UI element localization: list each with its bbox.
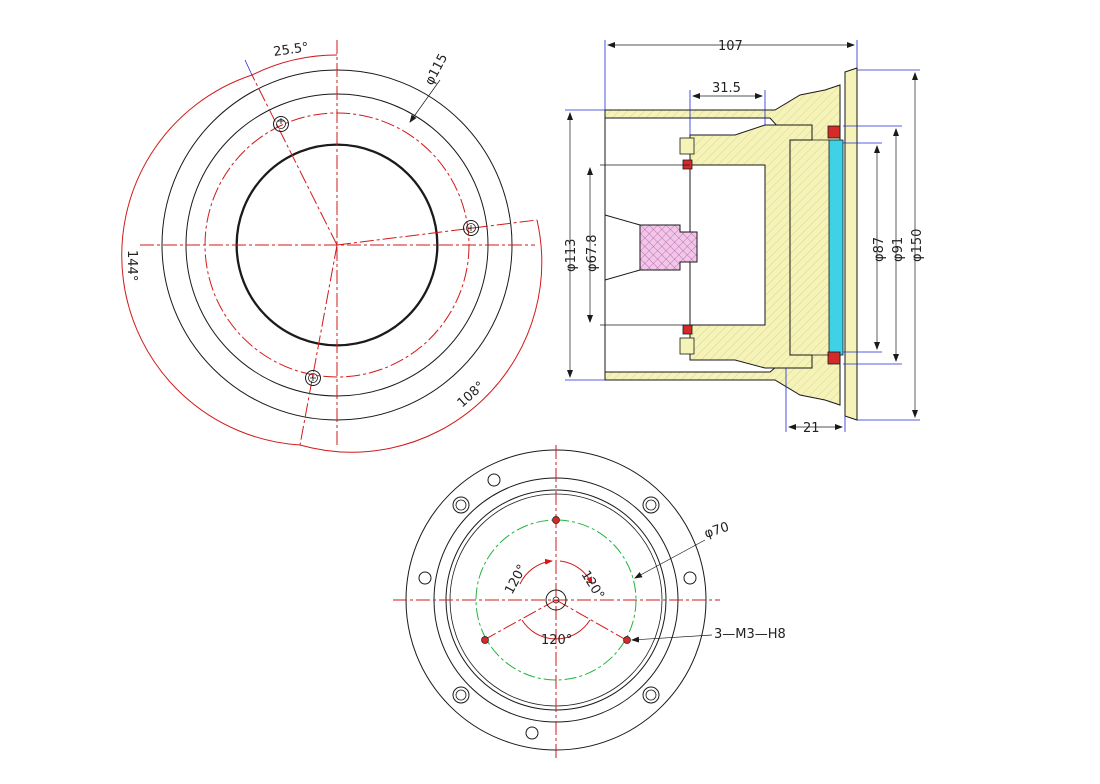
section-dia-67-8-label: φ67.8: [585, 234, 600, 272]
rear-arc-bottom: [521, 619, 591, 640]
rear-thread-callout: 3—M3—H8: [714, 627, 786, 642]
front-radial-line-1: [251, 74, 338, 246]
section-retainer-bottom: [679, 337, 695, 355]
front-angle-bottom-label: 108°: [455, 379, 488, 411]
rear-leader-m3: [631, 634, 713, 643]
rear-angle-1-label: 120°: [502, 562, 530, 597]
flange-hole: [683, 571, 697, 585]
rear-center-hub: [545, 589, 567, 611]
section-flange-label: 21: [803, 421, 820, 436]
section-dia-150-label: φ150: [910, 229, 925, 262]
rear-threaded-holes: [481, 516, 631, 644]
section-cable-gland: [639, 224, 698, 271]
section-dia-87-label: φ87: [872, 237, 887, 262]
section-gland-line: [604, 214, 641, 226]
cross-recess-screw-icon: [273, 116, 289, 132]
section-inner-chamber: [689, 164, 766, 326]
section-seal-bottom: [827, 351, 841, 365]
cross-recess-screw-icon: [305, 370, 321, 386]
flange-hole: [642, 686, 660, 704]
threaded-hole: [623, 636, 631, 644]
front-angle-left-label: 144°: [124, 250, 139, 281]
front-arc-108: [299, 219, 543, 453]
section-view: 107 31.5 21 φ113 φ67.8 φ87 φ91 φ150: [564, 39, 925, 436]
section-dia-113-label: φ113: [564, 239, 579, 272]
rear-leader-70: [634, 539, 706, 579]
section-depth-label: 31.5: [712, 81, 741, 96]
flange-hole: [525, 726, 539, 740]
front-ext-line-top: [244, 59, 253, 76]
flange-hole: [452, 686, 470, 704]
front-radial-line-2: [336, 219, 538, 246]
section-length-label: 107: [718, 39, 743, 54]
section-glass-lens: [828, 139, 844, 356]
front-arc-144: [121, 74, 301, 446]
section-dia-91-label: φ91: [891, 237, 906, 262]
section-flange: [844, 67, 858, 421]
flange-hole: [642, 496, 660, 514]
threaded-hole: [481, 636, 489, 644]
flange-hole: [418, 571, 432, 585]
rear-radial-line: [481, 599, 557, 642]
rear-angle-3-label: 120°: [541, 633, 572, 648]
front-leader-115: [409, 79, 441, 123]
front-view: 25.5° φ115 144° 108°: [121, 40, 543, 453]
section-seal-top: [827, 125, 841, 139]
flange-hole: [452, 496, 470, 514]
section-seal-inner-bottom: [682, 324, 693, 335]
front-bolt-dia-label: φ115: [422, 51, 451, 88]
front-radial-line-3: [299, 244, 338, 446]
section-gland-line: [604, 269, 641, 281]
rear-center-hub-inner: [552, 596, 560, 604]
threaded-hole: [552, 516, 560, 524]
rear-flange-holes: [418, 473, 697, 740]
rear-arc-left: [519, 558, 553, 585]
front-arc-25-5: [251, 54, 338, 76]
rear-arc-right: [559, 560, 593, 585]
flange-hole: [487, 473, 501, 487]
section-seal-inner-top: [682, 159, 693, 170]
rear-bolt-dia-label: φ70: [703, 520, 732, 542]
rear-angle-2-label: 120°: [578, 568, 607, 603]
section-retainer-top: [679, 137, 695, 155]
cross-recess-screw-icon: [463, 220, 479, 236]
rear-radial-line: [555, 599, 629, 642]
rear-view: φ70 120° 120° 120° 3—M3—H8: [393, 445, 786, 760]
front-angle-top-label: 25.5°: [272, 40, 309, 60]
